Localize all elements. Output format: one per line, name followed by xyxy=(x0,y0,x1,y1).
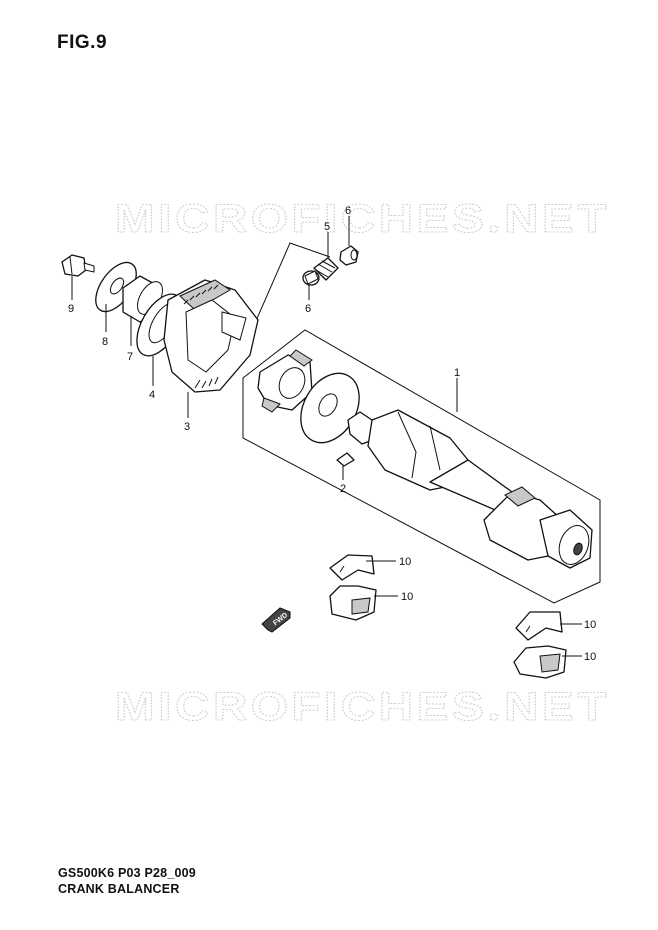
forward-arrow-icon: FWD xyxy=(261,607,291,633)
callout-8: 8 xyxy=(102,336,108,348)
assembly-frame xyxy=(242,329,601,604)
callout-7: 7 xyxy=(127,351,133,363)
callout-6-lower: 6 xyxy=(305,303,311,315)
leader-lines xyxy=(71,216,582,657)
bolt-part-9 xyxy=(61,254,95,277)
callout-1: 1 xyxy=(454,367,460,379)
callout-10-a: 10 xyxy=(399,556,411,568)
callout-2: 2 xyxy=(340,483,346,495)
bearing-part-10-lower-left xyxy=(329,585,377,621)
stopper-part-6-lower xyxy=(302,270,320,286)
washer-part-8 xyxy=(95,261,137,313)
callout-10-b: 10 xyxy=(401,591,413,603)
callout-3: 3 xyxy=(184,421,190,433)
watermark-top: MICROFICHES.NET xyxy=(115,197,610,241)
callout-5: 5 xyxy=(324,221,330,233)
balancer-shaft-part-1 xyxy=(347,409,593,569)
stopper-part-6-upper xyxy=(339,245,359,266)
thrust-washer xyxy=(300,372,360,444)
bearing-part-10-upper-right xyxy=(515,611,563,641)
spring-part-5 xyxy=(313,257,339,281)
diagram-name: CRANK BALANCER xyxy=(58,882,180,896)
figure-title: FIG.9 xyxy=(57,32,108,53)
callout-10-d: 10 xyxy=(584,651,596,663)
bearing-part-10-lower-right xyxy=(513,645,567,679)
callout-4: 4 xyxy=(149,389,155,401)
diagram-code: GS500K6 P03 P28_009 xyxy=(58,866,196,880)
watermark-bottom: MICROFICHES.NET xyxy=(115,685,610,729)
callout-10-c: 10 xyxy=(584,619,596,631)
callout-9: 9 xyxy=(68,303,74,315)
gear-part-3 xyxy=(163,279,259,393)
bearing-part-10-upper-left xyxy=(329,554,375,581)
key-part-2 xyxy=(336,452,355,467)
coupling-part xyxy=(257,349,313,413)
callout-6-upper: 6 xyxy=(345,205,351,217)
